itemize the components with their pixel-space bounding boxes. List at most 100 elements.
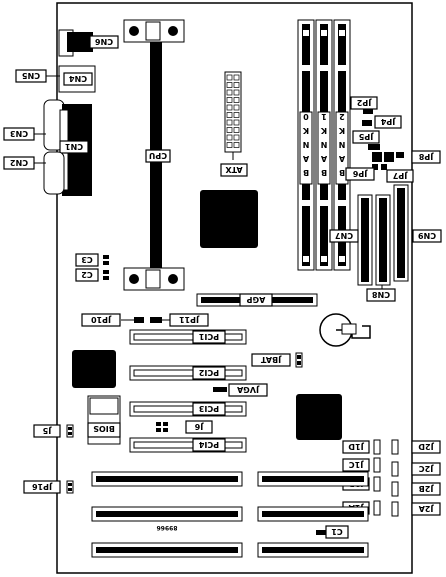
label-pci2: PCI2 [199, 368, 219, 377]
connector-cn5: CN5 [15, 69, 60, 83]
label-cn9: CN9 [418, 231, 437, 240]
atx-pin [233, 134, 240, 141]
atx-pin [226, 89, 233, 96]
label-cn6: CN6 [95, 37, 114, 46]
connector-cn2: CN2 [3, 151, 65, 195]
dimm-bank-letter: K [302, 126, 309, 135]
jumper-j2b: J2B [391, 481, 441, 497]
label-pci4: PCI4 [198, 440, 219, 449]
jumper-jp8: JP8 [396, 150, 441, 164]
atx-pin [226, 112, 233, 118]
label-j2d: J2D [418, 442, 435, 451]
label-cn5: CN5 [22, 71, 41, 80]
jumper-jvga: JVGA [213, 383, 268, 397]
component-c1: C1 [316, 525, 349, 539]
dimm-bank-letter: N [321, 140, 328, 149]
atx-pin [226, 74, 233, 81]
atx-pin [226, 97, 233, 103]
pci-slot-4: PCI4 [129, 437, 247, 453]
connector-cn4: CN4 [58, 65, 96, 93]
label-jp7: JP7 [393, 171, 408, 180]
atx-pin [226, 134, 233, 141]
atx-pin [233, 127, 240, 133]
jumper-jp4: JP4 [362, 115, 402, 129]
label-j2c: J2C [419, 464, 435, 473]
atx-pin [233, 82, 240, 88]
connector-cn8: CN8 [366, 194, 396, 302]
label-pci1: PCI1 [198, 332, 219, 341]
jumper-jp2: JP2 [350, 96, 378, 114]
jumper-jp6: JP6 [345, 167, 375, 181]
label-cn4: CN4 [69, 74, 88, 83]
dimm-bank-letter: N [339, 140, 346, 149]
component-c3: C3 [75, 253, 109, 267]
jumper-j1d: J1D [342, 439, 381, 455]
component-c2: C2 [75, 268, 109, 282]
label-jp8: JP8 [418, 152, 434, 161]
jumper-j2a: J2A [391, 501, 441, 517]
connector-cn1: CN1 [43, 99, 92, 196]
atx-pin [233, 104, 240, 111]
atx-pin [226, 142, 233, 148]
jumper-j2d: J2D [391, 439, 441, 455]
label-cpu: CPU [149, 151, 167, 160]
chipset-south [72, 350, 116, 388]
pci-slot-2: PCI2 [129, 365, 247, 381]
label-c3: C3 [81, 255, 92, 264]
label-atx: ATX [225, 165, 243, 174]
label-jp2: JP2 [357, 98, 372, 107]
label-cn1: CN1 [65, 142, 84, 151]
dimm-bank-letter: 2 [339, 112, 345, 121]
label-jbat: JBAT [260, 355, 282, 364]
dimm-bank-letter: B [303, 168, 309, 177]
chipset-north [200, 190, 258, 248]
dimm-bank-letter: B [339, 168, 345, 177]
atx-connector: ATX [220, 71, 248, 177]
battery [319, 313, 371, 347]
dimm-bank-letter: 0 [303, 112, 309, 121]
super-io-chip [296, 394, 342, 440]
pci-slot-3: PCI3 [129, 401, 247, 417]
label-jp5: JP5 [358, 132, 374, 141]
atx-pin [233, 112, 240, 118]
jumper-jp5: JP5 [352, 130, 380, 150]
label-jp4: JP4 [380, 117, 396, 126]
jumper-j1c: J1C [342, 457, 381, 473]
connector-cn9: CN9 [393, 184, 442, 282]
jumper-j2c: J2C [391, 461, 441, 477]
label-c1: C1 [331, 527, 343, 536]
label-jp11: JP11 [179, 315, 200, 324]
dimm-bank-letter: N [303, 140, 310, 149]
atx-pin [226, 127, 233, 133]
connector-cn3: CN3 [3, 127, 46, 141]
label-jp16: JP16 [32, 482, 53, 491]
atx-pin [226, 104, 233, 111]
jumper-j6: J6 [156, 420, 213, 434]
atx-pin [233, 89, 240, 96]
atx-pin [233, 119, 240, 126]
label-j1c: J1C [349, 460, 365, 469]
atx-pin [226, 119, 233, 126]
pci-slot-1: PCI1 [129, 329, 247, 345]
label-jp6: JP6 [352, 169, 368, 178]
jumper-jp7: JP7 [386, 169, 414, 183]
label-cn8: CN8 [372, 290, 391, 299]
atx-pin [233, 74, 240, 81]
dimm-bank-letter: A [302, 154, 309, 163]
label-cn2: CN2 [10, 158, 28, 167]
atx-pin [233, 97, 240, 103]
label-j6: J6 [194, 422, 204, 431]
jumper-block-main [372, 152, 394, 170]
dimm-bank-letter: A [338, 154, 345, 163]
cpu-slot: CPU [123, 19, 185, 291]
label-cn7: CN7 [335, 231, 353, 240]
label-jvga: JVGA [236, 385, 260, 394]
dimm-bank-letter: A [320, 154, 327, 163]
bios-chip: BIOS [87, 395, 121, 445]
label-cn3: CN3 [10, 129, 28, 138]
isa-slots [91, 471, 369, 558]
serial-text: 89966 [157, 524, 178, 531]
dimm-bank-letter: 1 [321, 112, 327, 121]
